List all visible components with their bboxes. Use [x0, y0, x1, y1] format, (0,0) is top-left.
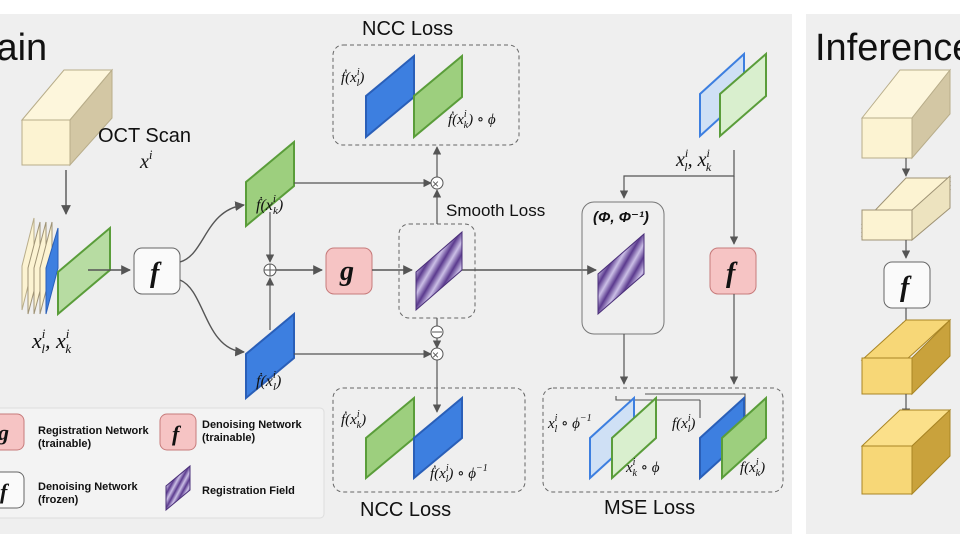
svg-text:Denoising Network: Denoising Network [38, 481, 139, 493]
svg-text:f: f [900, 272, 912, 303]
legend-denoising-frozen: f Denoising Network (frozen) [0, 471, 139, 509]
inference-title: Inference [815, 27, 960, 69]
ncc-loss-top-box [332, 44, 520, 146]
svg-text:f: f [726, 258, 738, 289]
registration-network: g [325, 247, 373, 295]
svg-text:f: f [172, 421, 182, 446]
arrow-f-to-green [179, 201, 245, 263]
oct-scan-volume [20, 68, 114, 167]
denoising-network-trainable: f [709, 247, 757, 295]
denoising-network-frozen: f [133, 247, 181, 295]
svg-text:f: f [150, 258, 162, 289]
ncc-bottom-green [365, 395, 415, 481]
oct-scan-label: OCT Scan [98, 125, 191, 147]
registration-field-phi [597, 232, 645, 316]
train-title: Train [0, 27, 47, 69]
mse-light-green [611, 395, 657, 481]
mse-green [721, 395, 767, 481]
svg-text:×: × [432, 348, 439, 362]
svg-text:Registration Network: Registration Network [38, 425, 150, 437]
inference-denoising-network: f [883, 261, 931, 309]
light-green-slice-top [719, 51, 767, 139]
svg-text:f: f [0, 479, 10, 504]
ncc-top-blue [365, 53, 415, 140]
legend-registration-field: Registration Field [165, 464, 295, 512]
ncc-loss-bottom-label: NCC Loss [360, 499, 451, 521]
slice-stack [21, 217, 111, 317]
svg-text:×: × [432, 177, 439, 191]
ncc-loss-bottom-box [332, 387, 526, 493]
legend-denoising-trainable: f Denoising Network (trainable) [159, 413, 303, 451]
inference-slice-stack [860, 174, 952, 242]
phi-box [581, 201, 665, 335]
blue-slice-fl [245, 311, 295, 401]
inference-output-volume [860, 408, 952, 496]
svg-text:g: g [0, 420, 9, 445]
mse-loss-box [542, 387, 784, 493]
svg-text:(trainable): (trainable) [202, 432, 256, 444]
smooth-loss-label: Smooth Loss [446, 201, 545, 220]
green-slice-fk [245, 139, 295, 229]
registration-field-main [415, 230, 463, 312]
ncc-top-green [413, 53, 463, 140]
svg-text:Denoising Network: Denoising Network [202, 419, 303, 431]
oct-scan-var: xi [139, 147, 153, 173]
arrow-f-to-blue [179, 279, 245, 357]
ncc-loss-top-label: NCC Loss [362, 18, 453, 40]
svg-text:(trainable): (trainable) [38, 438, 92, 450]
svg-text:g: g [339, 256, 354, 287]
inference-input-volume [860, 68, 952, 160]
legend-registration-network: g Registration Network (trainable) [0, 413, 150, 451]
mse-loss-label: MSE Loss [604, 497, 695, 519]
phi-pair-label: (Φ, Φ⁻¹) [593, 209, 649, 226]
svg-text:(frozen): (frozen) [38, 494, 79, 506]
conn-slices-to-phi [619, 150, 735, 199]
legend-box [0, 407, 325, 519]
ncc-bottom-blue [413, 395, 463, 481]
svg-text:Registration Field: Registration Field [202, 485, 295, 497]
inference-denoised-stack [860, 318, 952, 396]
